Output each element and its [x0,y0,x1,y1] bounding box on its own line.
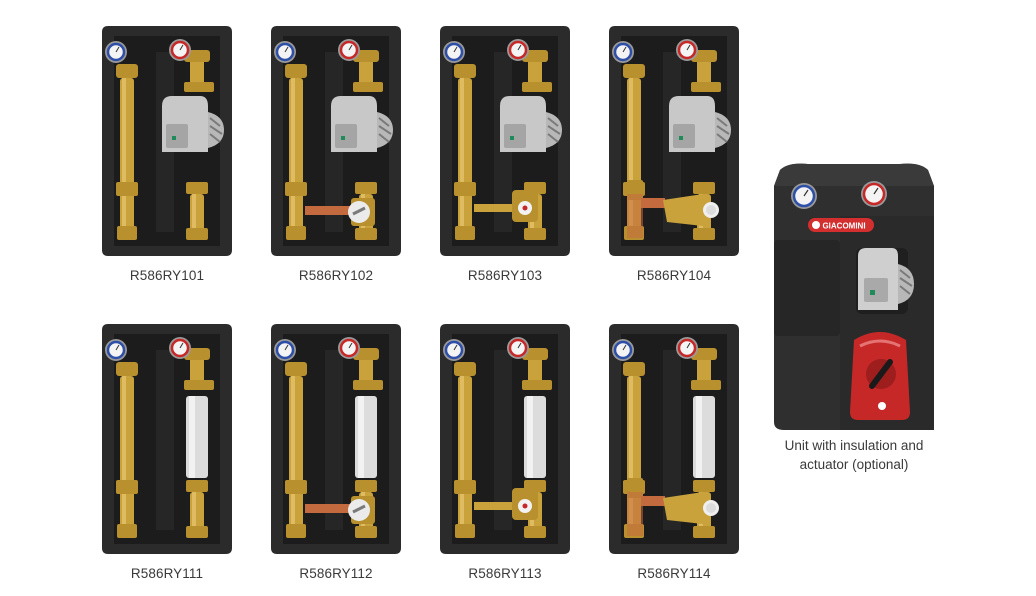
product-r586ry112 [269,320,403,556]
insulated-unit-image: GIACOMINI [774,163,934,430]
product-code-label: R586RY111 [130,566,204,581]
product-r586ry114 [607,320,741,556]
pump-unit-image [609,324,739,554]
product-code-label: R586RY112 [299,566,373,581]
pump-unit-image [609,26,739,256]
product-r586ry103 [438,22,572,258]
pump-unit-image [440,324,570,554]
product-code-label: R586RY103 [467,268,543,283]
product-r586ry113 [438,320,572,556]
pump-unit-image [102,324,232,554]
product-code-label: R586RY114 [637,566,711,581]
svg-text:GIACOMINI: GIACOMINI [822,222,865,231]
thermometer-blue-icon [791,183,817,209]
pump-unit-image [271,324,401,554]
pump-unit-image [440,26,570,256]
pump-unit-image [102,26,232,256]
pump-unit-image [271,26,401,256]
product-code-label: R586RY113 [468,566,542,581]
product-code-label: R586RY101 [129,268,205,283]
actuator-icon [850,332,910,420]
product-r586ry101 [100,22,234,258]
product-r586ry102 [269,22,403,258]
brand-logo: GIACOMINI [808,218,874,232]
product-code-label: R586RY104 [636,268,712,283]
product-code-label: R586RY102 [298,268,374,283]
pump-icon [856,248,914,314]
thermometer-red-icon [861,181,887,207]
featured-caption: Unit with insulation and actuator (optio… [762,436,946,474]
featured-caption-line: Unit with insulation and [784,438,924,453]
product-r586ry111 [100,320,234,556]
featured-insulated-unit: GIACOMINI [768,160,940,432]
product-r586ry104 [607,22,741,258]
featured-caption-line: actuator (optional) [799,457,909,472]
